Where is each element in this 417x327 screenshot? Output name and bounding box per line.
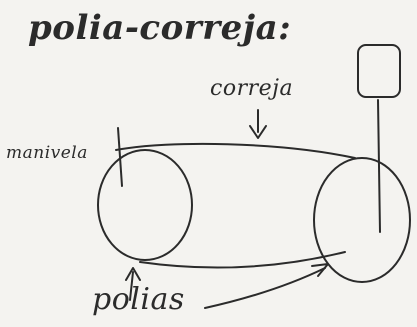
left-pulley: [97, 149, 193, 261]
right-pulley: [313, 157, 411, 283]
diagram-title: polia-correja:: [28, 8, 292, 48]
pulley-arrow-right-head: [311, 263, 329, 277]
belt-label: correja: [210, 76, 294, 101]
pulley-arrow-right-shaft: [204, 267, 326, 309]
belt-bottom: [139, 251, 346, 269]
right-handle-box: [357, 44, 401, 98]
pulley-arrow-left-shaft: [129, 271, 134, 301]
right-handle-rod: [377, 99, 381, 233]
belt-top: [115, 142, 356, 159]
crank-label: manivela: [6, 143, 88, 163]
crank-handle: [117, 127, 123, 187]
belt-arrow-head: [249, 125, 267, 139]
pulley-arrow-left-head: [125, 267, 141, 281]
pulleys-label: polias: [92, 282, 185, 317]
